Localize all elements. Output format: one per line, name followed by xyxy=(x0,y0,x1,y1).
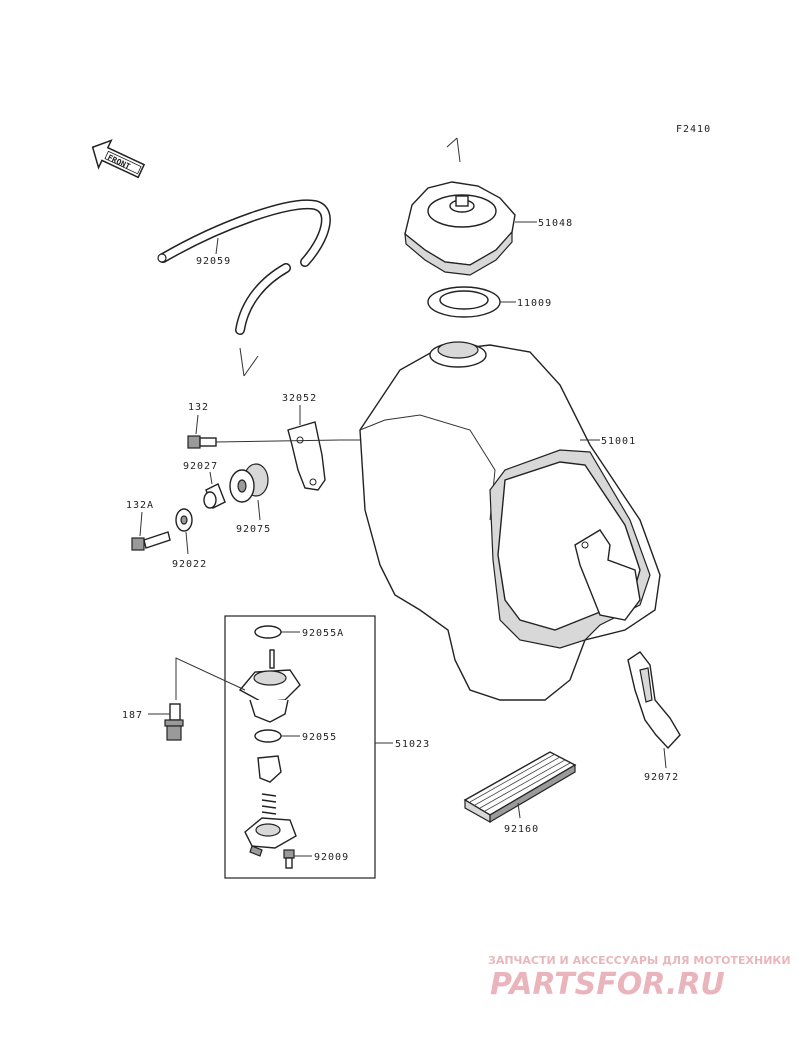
label-92072: 92072 xyxy=(644,772,679,783)
label-92022: 92022 xyxy=(172,559,207,570)
label-51048: 51048 xyxy=(538,218,573,229)
strap-band xyxy=(627,651,681,769)
label-92009: 92009 xyxy=(314,852,349,863)
label-92160: 92160 xyxy=(504,824,539,835)
label-187: 187 xyxy=(122,710,143,721)
label-32052: 32052 xyxy=(282,393,317,404)
fuel-cock-assembly xyxy=(175,615,393,879)
collar xyxy=(203,471,226,509)
label-92055: 92055 xyxy=(302,732,337,743)
watermark-tagline: ЗАПЧАСТИ И АКСЕССУАРЫ ДЛЯ МОТОТЕХНИКИ xyxy=(488,954,791,967)
cap-gasket xyxy=(427,286,516,318)
breather-hose xyxy=(157,199,331,377)
label-132: 132 xyxy=(188,402,209,413)
label-92027: 92027 xyxy=(183,461,218,472)
damper xyxy=(229,463,269,521)
figure-code: F2410 xyxy=(676,124,711,135)
label-92055A: 92055A xyxy=(302,628,344,639)
front-arrow-icon: FRONT xyxy=(91,139,146,179)
washer xyxy=(175,508,193,555)
watermark-logo: PARTSFOR.RU xyxy=(490,967,725,1002)
pad xyxy=(463,751,577,824)
label-92075: 92075 xyxy=(236,524,271,535)
label-92059: 92059 xyxy=(196,256,231,267)
label-51023: 51023 xyxy=(395,739,430,750)
label-11009: 11009 xyxy=(517,298,552,309)
fuel-cap xyxy=(404,137,537,276)
mounting-bracket xyxy=(214,405,341,491)
bolt xyxy=(187,414,217,449)
fuel-tank xyxy=(340,341,661,701)
label-51001: 51001 xyxy=(601,436,636,447)
bolt-a xyxy=(131,511,171,551)
flange-bolt xyxy=(148,703,184,741)
label-132A: 132A xyxy=(126,500,154,511)
